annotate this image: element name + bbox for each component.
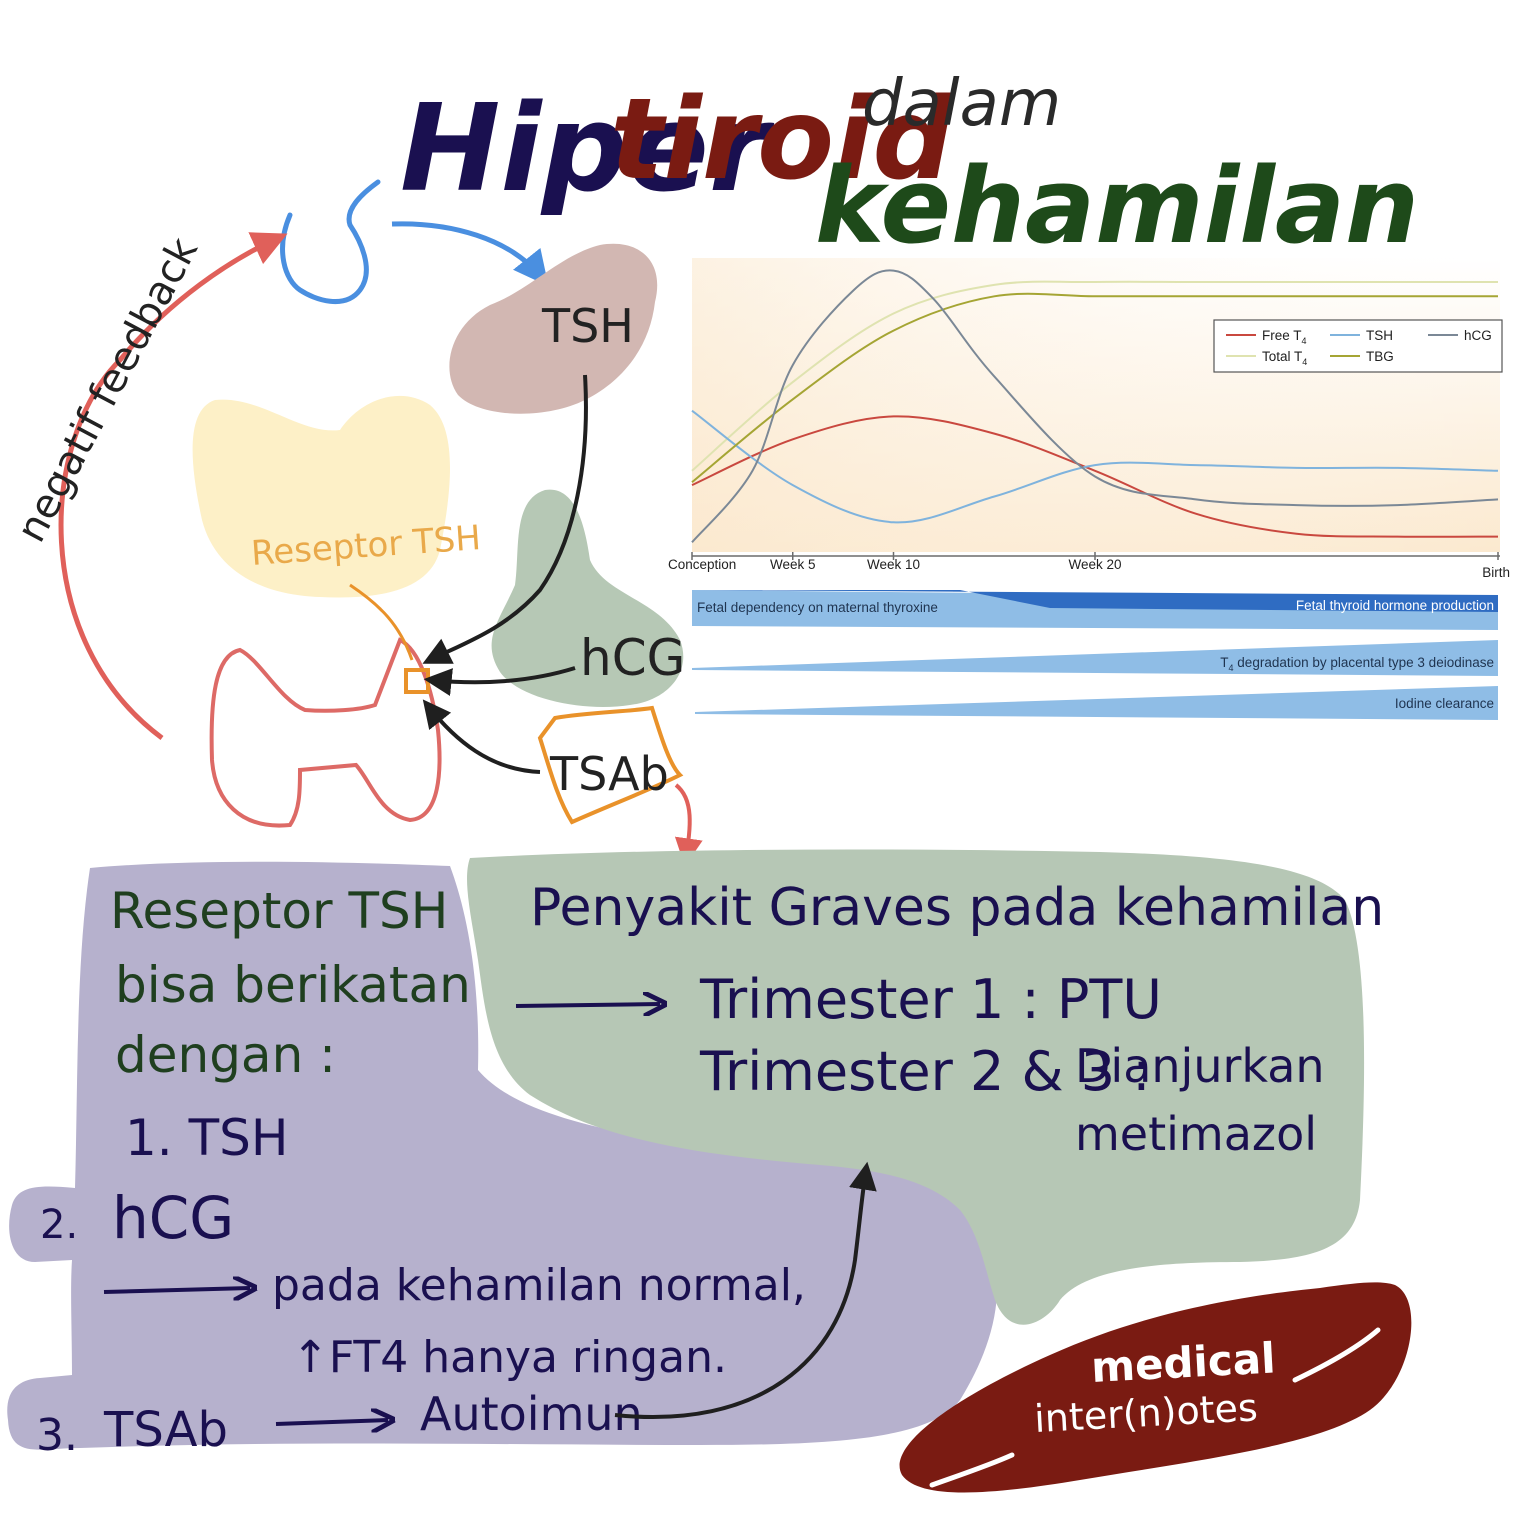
legend-label: TBG bbox=[1366, 349, 1394, 364]
title-kehamilan: kehamilan bbox=[815, 145, 1419, 267]
note-item2-note1: pada kehamilan normal, bbox=[272, 1260, 806, 1311]
series-line-hcg bbox=[691, 269, 1499, 543]
legend-box bbox=[1213, 319, 1503, 373]
hormone-diagram: TSH Reseptor TSH hCG TSAb negatif feedba… bbox=[8, 179, 703, 867]
band-t4-label-first: T bbox=[1220, 655, 1228, 670]
chart-bands: Fetal dependency on maternal thyroxine F… bbox=[692, 590, 1498, 720]
note-item3: TSAb bbox=[103, 1402, 228, 1458]
hcg-label: hCG bbox=[580, 629, 685, 687]
blue-arrow bbox=[391, 221, 549, 287]
thyroid-outline bbox=[209, 637, 442, 828]
thyroid-pregnancy-chart: Conception Week 5 Week 10 Week 20 Birth Free… bbox=[668, 258, 1510, 720]
feedback-label: negatif feedback bbox=[8, 230, 207, 550]
title: Hiper tiroid dalam kehamilan bbox=[400, 67, 1419, 267]
series-line-tsh bbox=[691, 409, 1499, 524]
x-tick-label: Week 20 bbox=[1068, 557, 1121, 572]
tsh-label: TSH bbox=[541, 299, 634, 353]
purple-box bbox=[7, 861, 998, 1450]
brand-stroke-top bbox=[1292, 1327, 1381, 1383]
tsab-label: TSAb bbox=[549, 747, 669, 801]
band-t4-label-rest: degradation by placental type 3 deiodina… bbox=[1234, 655, 1494, 670]
note-line2: bisa berikatan bbox=[115, 956, 471, 1014]
legend-items: Free T4 TSH hCG Total T4 TBG bbox=[1226, 328, 1492, 367]
arrow-tsab-to-graves bbox=[674, 783, 703, 867]
legend-label: Total T4 bbox=[1262, 349, 1307, 367]
x-tick-label: Week 5 bbox=[770, 557, 816, 572]
graves-note: Penyakit Graves pada kehamilan Trimester… bbox=[467, 849, 1384, 1325]
band-t4-label: T4 degradation by placental type 3 deiod… bbox=[1220, 655, 1494, 673]
title-tiroid: tiroid bbox=[610, 75, 955, 205]
graves-arrow bbox=[515, 1004, 660, 1006]
series-line-free-t bbox=[691, 415, 1499, 538]
band-iodine bbox=[695, 686, 1498, 720]
note-line1: Reseptor TSH bbox=[110, 882, 448, 940]
brand-badge: medical inter(n)otes bbox=[899, 1282, 1412, 1493]
note-item1: 1. TSH bbox=[125, 1109, 288, 1167]
x-tick-label: Birth bbox=[1482, 565, 1510, 580]
graves-line1: Trimester 1 : PTU bbox=[699, 968, 1162, 1031]
note-arrow-tsab bbox=[275, 1420, 388, 1424]
note-item2-note2: ↑FT4 hanya ringan. bbox=[292, 1332, 727, 1383]
legend-label: Free T4 bbox=[1262, 328, 1307, 346]
receptor-binding-note: Reseptor TSH bisa berikatan dengan : 1. … bbox=[7, 861, 998, 1461]
band-right-label: Fetal thyroid hormone production bbox=[1296, 598, 1494, 613]
pituitary-squiggle bbox=[280, 179, 381, 305]
note-line3: dengan : bbox=[115, 1026, 336, 1084]
band-fetal-production bbox=[692, 590, 1498, 612]
brand-shape bbox=[899, 1282, 1412, 1493]
chart-legend: Free T4 TSH hCG Total T4 TBG bbox=[1213, 319, 1503, 373]
note-item2: hCG bbox=[112, 1184, 234, 1252]
graves-heading: Penyakit Graves pada kehamilan bbox=[530, 878, 1384, 938]
arrow-tsh-to-receptor bbox=[422, 374, 588, 664]
series-line-tbg bbox=[691, 292, 1498, 483]
arrow-hcg-to-receptor bbox=[423, 666, 576, 696]
chart-plot-fade bbox=[692, 258, 1500, 552]
graves-line2b: Dianjurkan bbox=[1075, 1039, 1325, 1093]
x-tick-label: Week 10 bbox=[867, 557, 920, 572]
graves-line2: Trimester 2 & 3 : bbox=[699, 1040, 1150, 1103]
note-item3-note: Autoimun bbox=[420, 1387, 643, 1441]
hcg-blob bbox=[491, 489, 684, 707]
graves-line3: metimazol bbox=[1075, 1107, 1317, 1161]
note-item2-num: 2. bbox=[40, 1202, 78, 1248]
title-hiper: Hiper bbox=[400, 80, 775, 219]
band-iodine-label: Iodine clearance bbox=[1395, 696, 1494, 711]
band-left-label: Fetal dependency on maternal thyroxine bbox=[697, 600, 938, 615]
legend-label: TSH bbox=[1366, 328, 1393, 343]
chart-series bbox=[691, 269, 1499, 543]
legend-label-sub: 4 bbox=[1302, 357, 1307, 367]
brand-line1: medical bbox=[1090, 1333, 1277, 1392]
arrow-autoimun-to-graves bbox=[614, 1161, 877, 1419]
band-t4-sub: 4 bbox=[1229, 663, 1234, 673]
band-t4-degradation bbox=[692, 640, 1498, 676]
receptor-pointer bbox=[349, 583, 414, 661]
legend-label-sub: 4 bbox=[1302, 336, 1307, 346]
brand-stroke-bottom bbox=[929, 1452, 1015, 1488]
note-item3-num: 3. bbox=[36, 1410, 78, 1461]
tsh-blob bbox=[449, 243, 658, 414]
tsab-box bbox=[537, 705, 684, 825]
series-line-total-t bbox=[691, 280, 1498, 472]
feedback-arc bbox=[58, 232, 288, 741]
x-tick-label: Conception bbox=[668, 557, 736, 572]
note-arrow-hcg bbox=[103, 1288, 250, 1292]
chart-x-ticks: Conception Week 5 Week 10 Week 20 Birth bbox=[668, 552, 1510, 580]
arrow-tsab-to-receptor bbox=[422, 699, 541, 774]
pituitary-blob bbox=[192, 395, 451, 598]
green-box bbox=[467, 849, 1365, 1325]
title-dalam: dalam bbox=[862, 67, 1061, 141]
legend-label: hCG bbox=[1464, 328, 1492, 343]
